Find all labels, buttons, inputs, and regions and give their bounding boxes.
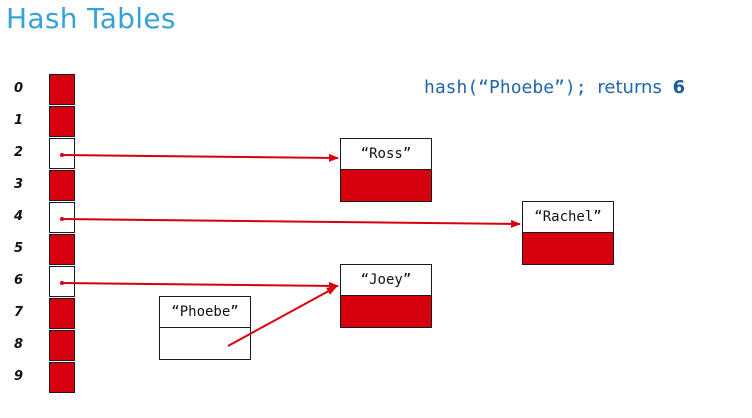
node-joey-key: “Joey” — [341, 265, 431, 296]
returns-label: returns — [597, 77, 662, 98]
bucket-7 — [49, 298, 75, 329]
bucket-5 — [49, 234, 75, 265]
bucket-3 — [49, 170, 75, 201]
node-ross: “Ross” — [340, 138, 432, 202]
arrow-bucket2-to-ross — [61, 153, 339, 162]
index-label-8: 8 — [14, 337, 24, 352]
node-rachel-key: “Rachel” — [523, 202, 613, 233]
arrow-origin-bucket4 — [60, 217, 64, 221]
index-label-3: 3 — [14, 177, 24, 192]
index-label-6: 6 — [14, 273, 24, 288]
arrow-phoebe-to-joey — [227, 286, 337, 347]
returns-value: 6 — [672, 77, 686, 98]
bucket-1 — [49, 106, 75, 137]
arrow-bucket4-to-rachel — [61, 218, 521, 228]
index-label-5: 5 — [14, 241, 24, 256]
arrow-origin-bucket2 — [60, 153, 64, 157]
index-label-2: 2 — [14, 145, 24, 160]
node-phoebe: “Phoebe” — [159, 296, 251, 360]
hash-formula: hash(“Phoebe”); returns 6 — [424, 77, 685, 98]
index-label-4: 4 — [14, 209, 24, 224]
bucket-9 — [49, 362, 75, 393]
index-label-1: 1 — [14, 113, 24, 128]
node-rachel-next — [523, 233, 613, 264]
index-label-0: 0 — [14, 81, 24, 96]
node-joey-next — [341, 296, 431, 327]
arrow-origin-bucket6 — [60, 281, 64, 285]
node-phoebe-next — [160, 328, 250, 359]
node-phoebe-key: “Phoebe” — [160, 297, 250, 328]
bucket-0 — [49, 74, 75, 105]
hash-call-text: hash(“Phoebe”); — [424, 77, 587, 98]
node-ross-key: “Ross” — [341, 139, 431, 170]
page-title: Hash Tables — [6, 2, 176, 35]
index-label-7: 7 — [14, 305, 24, 320]
bucket-8 — [49, 330, 75, 361]
node-joey: “Joey” — [340, 264, 432, 328]
index-label-9: 9 — [14, 369, 24, 384]
node-ross-next — [341, 170, 431, 201]
node-rachel: “Rachel” — [522, 201, 614, 265]
arrow-bucket6-to-joey — [61, 281, 339, 290]
